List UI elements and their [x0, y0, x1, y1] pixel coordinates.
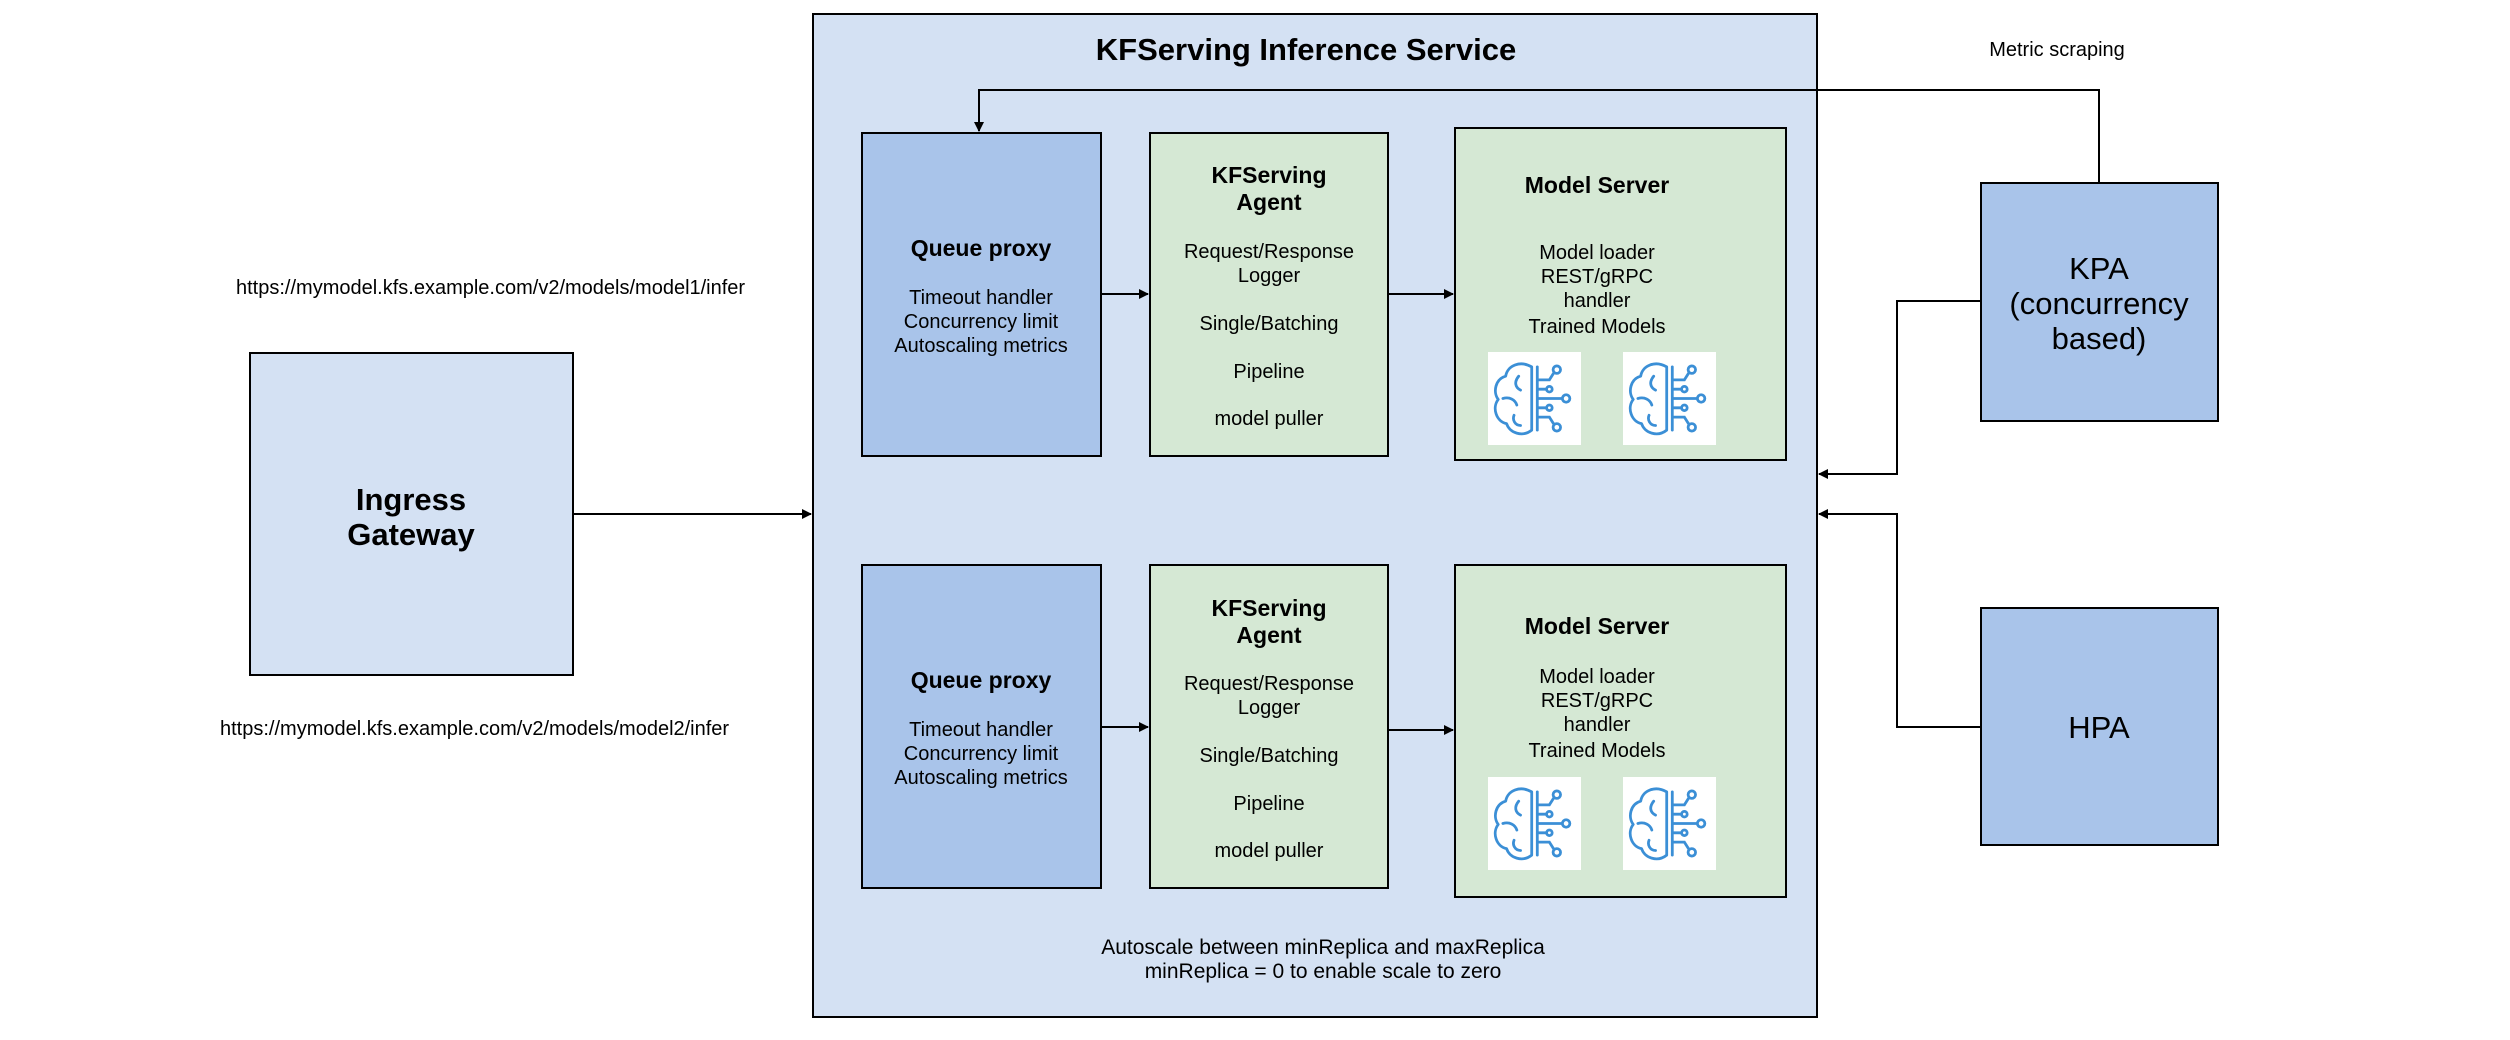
- kfserving-agent-line: Logger: [1238, 697, 1301, 719]
- brain-circuit-icon: [1623, 352, 1716, 445]
- kfserving-agent-title: KFServing: [1211, 162, 1326, 188]
- queue-proxy-title: Queue proxy: [911, 235, 1052, 261]
- queue-proxy-node: Queue proxy Timeout handler Concurrency …: [861, 564, 1102, 889]
- kpa-label: based): [2052, 321, 2147, 356]
- kpa-node: KPA (concurrency based): [1980, 182, 2219, 422]
- model-server-line: Model loader: [1539, 666, 1655, 688]
- kfserving-agent-line: Request/Response: [1184, 241, 1354, 263]
- hpa-to-service-arrow: [1818, 509, 1981, 728]
- brain-circuit-icon: [1623, 777, 1716, 870]
- model-server-line: Trained Models: [1528, 316, 1665, 338]
- model-server-line: Trained Models: [1528, 740, 1665, 762]
- model-server-title: Model Server: [1525, 172, 1669, 198]
- ingress-gateway-label: Ingress: [356, 482, 466, 517]
- queue-proxy-box: [861, 132, 1102, 457]
- kpa-to-service-arrow: [1818, 300, 1981, 479]
- model-server-line: handler: [1564, 290, 1631, 312]
- model-server-line: Model loader: [1539, 242, 1655, 264]
- autoscale-note-line1: Autoscale between minReplica and maxRepl…: [1101, 936, 1545, 959]
- kfserving-agent-node: KFServing Agent Request/Response Logger …: [1149, 132, 1389, 457]
- queue-proxy-line: Autoscaling metrics: [894, 767, 1067, 789]
- kfserving-agent-title: KFServing: [1211, 595, 1326, 621]
- kfserving-agent-line: Pipeline: [1233, 793, 1304, 815]
- brain-circuit-icon: [1488, 352, 1581, 445]
- kfserving-agent-line: model puller: [1215, 840, 1324, 862]
- hpa-box: [1980, 607, 2219, 846]
- inference-service-title: KFServing Inference Service: [1096, 32, 1516, 67]
- kfserving-agent-line: Pipeline: [1233, 361, 1304, 383]
- ingress-gateway-node: Ingress Gateway: [249, 352, 574, 676]
- queue-proxy-line: Timeout handler: [909, 719, 1053, 741]
- ingress-gateway-box: [249, 352, 574, 676]
- kfserving-agent-node: KFServing Agent Request/Response Logger …: [1149, 564, 1389, 889]
- model-server-node: Model Server Model loader REST/gRPC hand…: [1454, 127, 1787, 461]
- queue-proxy-line: Timeout handler: [909, 287, 1053, 309]
- model-server-line: REST/gRPC: [1541, 690, 1653, 712]
- queue-proxy-box: [861, 564, 1102, 889]
- model-server-line: REST/gRPC: [1541, 266, 1653, 288]
- model-server-title: Model Server: [1525, 613, 1669, 639]
- replica-row-1: Queue proxy Timeout handler Concurrency …: [861, 127, 1787, 461]
- kpa-label: KPA: [2069, 251, 2129, 286]
- kfserving-agent-title: Agent: [1236, 622, 1302, 648]
- replica-row-2: Queue proxy Timeout handler Concurrency …: [861, 564, 1787, 898]
- hpa-node: HPA: [1980, 607, 2219, 846]
- kfserving-agent-box: [1149, 564, 1389, 889]
- model-server-line: handler: [1564, 714, 1631, 736]
- brain-circuit-icon: [1488, 777, 1581, 870]
- kfserving-agent-line: Logger: [1238, 265, 1301, 287]
- kfserving-agent-line: Request/Response: [1184, 673, 1354, 695]
- queue-proxy-node: Queue proxy Timeout handler Concurrency …: [861, 132, 1102, 457]
- ingress-gateway-label: Gateway: [347, 517, 475, 552]
- kfserving-agent-title: Agent: [1236, 189, 1302, 215]
- autoscale-note-line2: minReplica = 0 to enable scale to zero: [1145, 960, 1502, 983]
- kpa-label: (concurrency: [2009, 286, 2189, 321]
- queue-proxy-line: Autoscaling metrics: [894, 335, 1067, 357]
- model2-url-label: https://mymodel.kfs.example.com/v2/model…: [220, 718, 729, 740]
- kfserving-agent-line: Single/Batching: [1200, 745, 1339, 767]
- queue-proxy-line: Concurrency limit: [904, 311, 1059, 333]
- model-server-node: Model Server Model loader REST/gRPC hand…: [1454, 564, 1787, 898]
- kfserving-agent-line: model puller: [1215, 408, 1324, 430]
- kfserving-agent-line: Single/Batching: [1200, 313, 1339, 335]
- model1-url-label: https://mymodel.kfs.example.com/v2/model…: [236, 277, 745, 299]
- hpa-label: HPA: [2068, 710, 2130, 745]
- queue-proxy-line: Concurrency limit: [904, 743, 1059, 765]
- queue-proxy-title: Queue proxy: [911, 667, 1052, 693]
- metric-scraping-arrow: [974, 89, 2100, 183]
- kfserving-agent-box: [1149, 132, 1389, 457]
- metric-scraping-label: Metric scraping: [1989, 39, 2125, 61]
